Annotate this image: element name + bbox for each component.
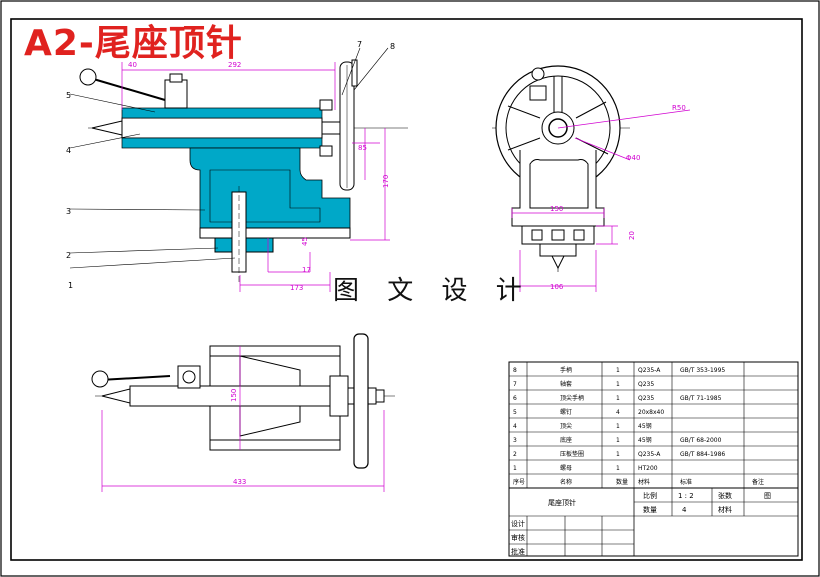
title-block-material-label: 材料 bbox=[718, 505, 732, 514]
plan-view bbox=[91, 333, 395, 492]
bom-cell: 1 bbox=[616, 423, 620, 430]
title-block-sheet-value: 图 bbox=[764, 492, 771, 500]
title-block-qty-label: 数量 bbox=[643, 505, 657, 514]
title-block bbox=[508, 361, 799, 557]
bom-cell: 1 bbox=[513, 465, 517, 472]
bom-cell: 3 bbox=[513, 437, 517, 444]
bom-cell: 1 bbox=[616, 367, 620, 374]
bom-cell: 顶尖手柄 bbox=[560, 394, 584, 402]
front-top-left-dimension: 40 bbox=[128, 61, 137, 69]
front-base-b-dimension: 17 bbox=[302, 266, 311, 274]
bom-cell: 螺母 bbox=[560, 464, 572, 472]
bom-header-cell: 标准 bbox=[680, 478, 692, 486]
front-bottom-dimension: 173 bbox=[290, 284, 303, 292]
title-block-scale-value: 1 : 2 bbox=[678, 492, 694, 500]
bom-header-cell: 名称 bbox=[560, 478, 572, 486]
bom-cell: 1 bbox=[616, 451, 620, 458]
bom-cell: 45钢 bbox=[638, 436, 652, 444]
bom-cell: 20x8x40 bbox=[638, 409, 664, 416]
bom-cell: 6 bbox=[513, 395, 517, 402]
title-block-designer: 设计 bbox=[511, 519, 525, 528]
callout-5: 5 bbox=[66, 91, 71, 100]
bom-header-cell: 序号 bbox=[513, 478, 525, 486]
side-width-dimension: 150 bbox=[550, 205, 563, 213]
bom-cell: GB/T 353-1995 bbox=[680, 367, 725, 374]
title-block-sheet-label: 张数 bbox=[718, 491, 732, 500]
bom-cell: 1 bbox=[616, 395, 620, 402]
bom-cell: 4 bbox=[513, 423, 517, 430]
bom-header-cell: 备注 bbox=[752, 478, 764, 486]
bom-cell: 底座 bbox=[560, 436, 572, 444]
side-diameter-dimension: Φ40 bbox=[626, 154, 640, 162]
bom-cell: 手柄 bbox=[560, 366, 572, 374]
bom-cell: 1 bbox=[616, 381, 620, 388]
side-base-height-dimension: 20 bbox=[628, 231, 636, 240]
callout-1: 1 bbox=[68, 281, 73, 290]
bom-cell: 顶尖 bbox=[560, 422, 572, 430]
title-block-scale-label: 比例 bbox=[643, 491, 657, 500]
bom-cell: 4 bbox=[616, 409, 620, 416]
callout-4: 4 bbox=[66, 146, 71, 155]
side-bottom-dimension: 106 bbox=[550, 283, 564, 291]
callout-8: 8 bbox=[390, 42, 395, 51]
plan-length-dimension: 433 bbox=[233, 478, 246, 486]
bom-cell: 1 bbox=[616, 465, 620, 472]
bom-cell: 7 bbox=[513, 381, 517, 388]
bom-cell: HT200 bbox=[638, 465, 658, 472]
bom-cell: 1 bbox=[616, 437, 620, 444]
bom-header-cell: 数量 bbox=[616, 478, 628, 486]
bom-cell: Q235-A bbox=[638, 451, 661, 458]
front-top-dimension: 292 bbox=[228, 61, 241, 69]
watermark-text: 图 文 设 计 bbox=[333, 276, 532, 306]
drawing-title: A2-尾座顶针 bbox=[24, 23, 243, 64]
bom-header-cell: 材料 bbox=[638, 478, 650, 486]
bom-cell: GB/T 68-2000 bbox=[680, 437, 722, 444]
bom-cell: Q235 bbox=[638, 395, 654, 402]
title-block-approver: 批准 bbox=[511, 547, 525, 556]
callout-2: 2 bbox=[66, 251, 71, 260]
front-height-dimension: 170 bbox=[382, 175, 390, 188]
bom-cell: GB/T 884-1986 bbox=[680, 451, 725, 458]
callout-7: 7 bbox=[357, 40, 362, 49]
plan-height-dimension: 150 bbox=[230, 389, 238, 402]
bom-cell: 轴套 bbox=[560, 380, 572, 388]
front-right-small-dimension: 85 bbox=[358, 144, 367, 152]
title-block-qty-value: 4 bbox=[682, 506, 687, 514]
callout-3: 3 bbox=[66, 207, 71, 216]
bom-cell: Q235 bbox=[638, 381, 654, 388]
bom-cell: 5 bbox=[513, 409, 517, 416]
inner-border bbox=[10, 18, 803, 561]
bom-cell: 压板垫圈 bbox=[560, 450, 584, 458]
title-block-checker: 审核 bbox=[511, 533, 525, 542]
bom-cell: 2 bbox=[513, 451, 517, 458]
bom-cell: GB/T 71-1985 bbox=[680, 395, 722, 402]
bom-cell: 45钢 bbox=[638, 422, 652, 430]
bom-cell: 8 bbox=[513, 367, 517, 374]
front-base-a-dimension: 45 bbox=[301, 237, 309, 246]
bom-cell: 螺钉 bbox=[560, 408, 572, 416]
side-view bbox=[492, 65, 691, 292]
front-section-view bbox=[69, 47, 408, 292]
title-block-part-name: 尾座顶针 bbox=[548, 498, 576, 507]
side-radius-dimension: R50 bbox=[672, 104, 686, 112]
bom-cell: Q235-A bbox=[638, 367, 661, 374]
